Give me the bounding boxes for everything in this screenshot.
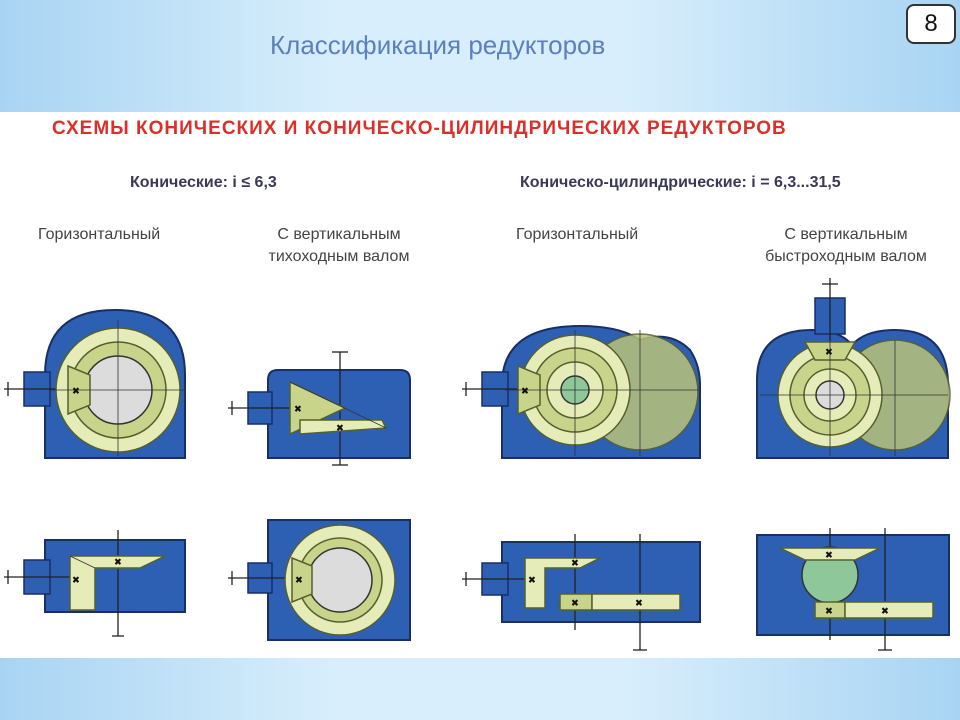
svg-text:×: × — [529, 575, 535, 586]
variant-label-line: тихоходным валом — [268, 247, 410, 265]
slide-title: Классификация редукторов — [270, 30, 606, 60]
variant-label-horizontal-1: Горизонтальный — [38, 224, 160, 246]
svg-text:×: × — [572, 558, 578, 569]
bevel-cylindrical-horizontal-plan-view: × × × × — [462, 534, 701, 651]
bevel-horizontal-front-view: × — [4, 308, 186, 459]
page-number-badge: 8 — [906, 4, 956, 44]
svg-text:×: × — [826, 550, 832, 561]
svg-text:×: × — [636, 598, 642, 609]
svg-text:×: × — [522, 386, 528, 397]
bevel-horizontal-plan-view: × × — [4, 530, 186, 637]
variant-label-line: С вертикальным — [277, 226, 401, 243]
svg-text:×: × — [295, 404, 301, 415]
svg-text:×: × — [73, 575, 79, 586]
group-label-bevel: Конические: i ≤ 6,3 — [130, 174, 277, 191]
bevel-vertical-slow-plan-view: × — [228, 519, 411, 641]
svg-text:×: × — [826, 347, 832, 358]
variant-label-line: С вертикальным — [784, 226, 908, 243]
svg-text:×: × — [337, 423, 343, 434]
variant-label-line: Горизонтальный — [38, 226, 161, 243]
variant-label-horizontal-2: Горизонтальный — [516, 224, 638, 246]
svg-text:×: × — [115, 557, 121, 568]
bevel-cylindrical-vertical-fast-front-view: × — [756, 278, 951, 459]
variant-label-vertical-fast: С вертикальным быстроходным валом — [740, 224, 952, 267]
variant-label-line: быстроходным валом — [765, 247, 927, 265]
bevel-cylindrical-vertical-fast-plan-view: × × × — [756, 528, 950, 651]
bevel-cylindrical-horizontal-front-view: × — [462, 324, 701, 459]
gearbox-schemes: .hb { fill:#2d5fb3; stroke:#1a2f66; stro… — [4, 278, 951, 651]
bevel-vertical-slow-front-view: × × — [228, 351, 411, 466]
svg-text:×: × — [882, 606, 888, 617]
svg-text:×: × — [826, 606, 832, 617]
variant-label-line: Горизонтальный — [516, 226, 639, 243]
gearbox-diagram: СХЕМЫ КОНИЧЕСКИХ И КОНИЧЕСКО-ЦИЛИНДРИЧЕС… — [0, 112, 960, 658]
group-label-bevel-cylindrical: Коническо-цилиндрические: i = 6,3...31,5 — [520, 174, 841, 191]
variant-label-vertical-slow: С вертикальным тихоходным валом — [246, 224, 432, 267]
svg-text:×: × — [296, 575, 302, 586]
diagram-heading: СХЕМЫ КОНИЧЕСКИХ И КОНИЧЕСКО-ЦИЛИНДРИЧЕС… — [52, 118, 787, 139]
svg-text:×: × — [572, 598, 578, 609]
svg-text:×: × — [73, 386, 79, 397]
